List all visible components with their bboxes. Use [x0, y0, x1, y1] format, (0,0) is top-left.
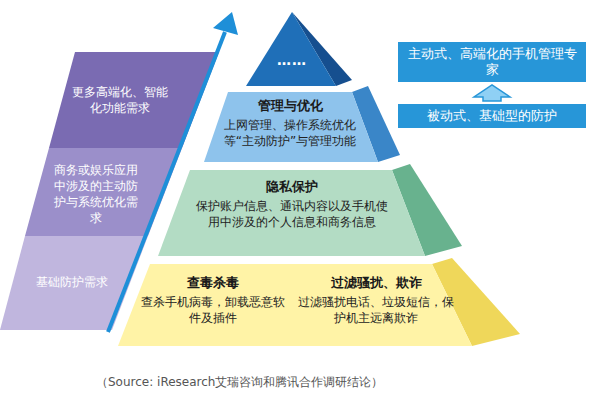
node-body: 上网管理、操作系统优化等“主动防护”与管理功能 — [214, 117, 366, 149]
node-body: 查杀手机病毒，卸载恶意软件及插件 — [136, 294, 290, 326]
node-heading: …… — [262, 52, 322, 68]
pyramid-level: 管理与优化上网管理、操作系统优化等“主动防护”与管理功能 — [214, 97, 366, 149]
pyramid-section: 过滤骚扰、欺诈过滤骚扰电话、垃圾短信，保护机主远离欺诈 — [296, 274, 456, 326]
node-heading: 基础防护需求 — [20, 274, 124, 290]
pyramid-cap: …… — [262, 52, 322, 68]
node-heading: 管理与优化 — [214, 97, 366, 114]
node-heading: 被动式、基础型的防护 — [404, 108, 580, 124]
level3-front — [118, 264, 472, 346]
cap-front — [246, 12, 336, 86]
band-top — [49, 52, 219, 148]
node-body: 保护账户信息、通讯内容以及手机使用中涉及的个人信息和商务信息 — [196, 198, 388, 230]
level2-front — [158, 170, 425, 256]
label-box: 主动式、高端化的手机管理专家 — [398, 42, 586, 82]
node-heading: 查毒杀毒 — [136, 274, 290, 291]
band-middle — [25, 148, 182, 236]
node-heading: 过滤骚扰、欺诈 — [296, 274, 456, 291]
block-arrow — [474, 85, 510, 101]
label-box: 被动式、基础型的防护 — [398, 104, 586, 128]
demand-band: 基础防护需求 — [20, 274, 124, 290]
level1-front — [204, 92, 378, 162]
node-heading: 商务或娱乐应用中涉及的主动防护与系统优化需求 — [52, 162, 140, 226]
rising-arrow-head — [213, 12, 238, 35]
node-heading: 更多高端化、智能化功能需求 — [70, 84, 170, 116]
node-heading: 隐私保护 — [196, 178, 388, 195]
pyramid-section: 查毒杀毒查杀手机病毒，卸载恶意软件及插件 — [136, 274, 290, 326]
pyramid-level: 隐私保护保护账户信息、通讯内容以及手机使用中涉及的个人信息和商务信息 — [196, 178, 388, 230]
demand-band: 更多高端化、智能化功能需求 — [70, 84, 170, 116]
node-heading: 主动式、高端化的手机管理专家 — [404, 46, 580, 78]
node-body: 过滤骚扰电话、垃圾短信，保护机主远离欺诈 — [296, 294, 456, 326]
demand-band: 商务或娱乐应用中涉及的主动防护与系统优化需求 — [52, 162, 140, 226]
source-caption: （Source: iResearch艾瑞咨询和腾讯合作调研结论） — [96, 374, 383, 391]
